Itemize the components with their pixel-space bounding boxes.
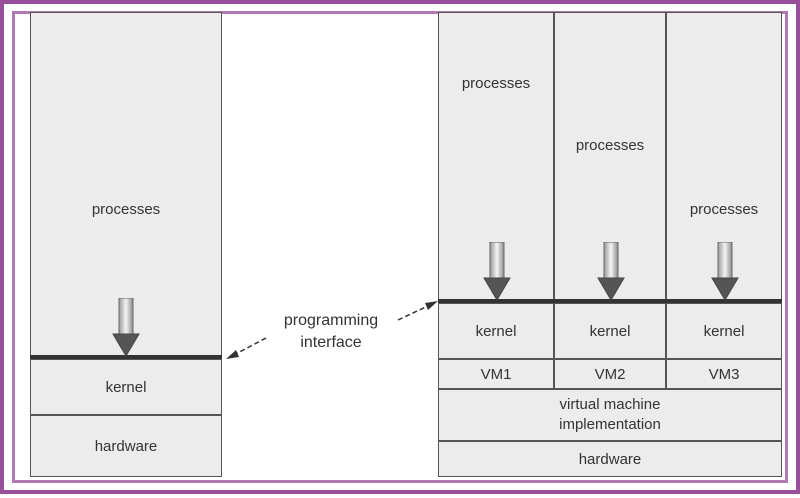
vm3-label: VM3: [708, 365, 740, 383]
vm2-kernel-box: kernel: [554, 303, 666, 359]
vm-implementation-box: virtual machine implementation: [438, 389, 782, 441]
programming-interface-line2: interface: [300, 334, 362, 351]
programming-interface-label: programming interface: [266, 310, 396, 354]
left-interface-line: [30, 355, 222, 359]
vm-implementation-line1: virtual machine: [559, 396, 661, 413]
programming-interface-line1: programming: [283, 312, 379, 329]
down-arrow-icon: [112, 298, 140, 357]
vm1-label: VM1: [480, 365, 512, 383]
vm2-label: VM2: [594, 365, 626, 383]
vm3-label-box: VM3: [666, 359, 782, 389]
vm3-kernel-box: kernel: [666, 303, 782, 359]
left-hardware-box: hardware: [30, 415, 222, 477]
right-hardware-label: hardware: [578, 450, 642, 468]
down-arrow-icon: [483, 242, 511, 301]
double-arrow-icon: [226, 301, 438, 359]
vm1-kernel-label: kernel: [475, 322, 517, 340]
right-interface-line: [438, 299, 782, 303]
right-hardware-box: hardware: [438, 441, 782, 477]
vm1-label-box: VM1: [438, 359, 554, 389]
vm2-label-box: VM2: [554, 359, 666, 389]
vm1-processes-label: processes: [461, 75, 531, 92]
vm-implementation-line2: implementation: [559, 416, 661, 433]
vm2-kernel-label: kernel: [589, 322, 631, 340]
left-kernel-box: kernel: [30, 359, 222, 415]
left-hardware-label: hardware: [94, 437, 158, 455]
vm2-processes-label: processes: [575, 137, 645, 154]
down-arrow-icon: [597, 242, 625, 301]
vm1-kernel-box: kernel: [438, 303, 554, 359]
vm3-processes-label: processes: [689, 201, 759, 218]
left-kernel-label: kernel: [105, 378, 147, 396]
left-processes-label: processes: [91, 201, 161, 218]
down-arrow-icon: [711, 242, 739, 301]
vm3-kernel-label: kernel: [703, 322, 745, 340]
diagram-inner-frame: [12, 11, 788, 483]
